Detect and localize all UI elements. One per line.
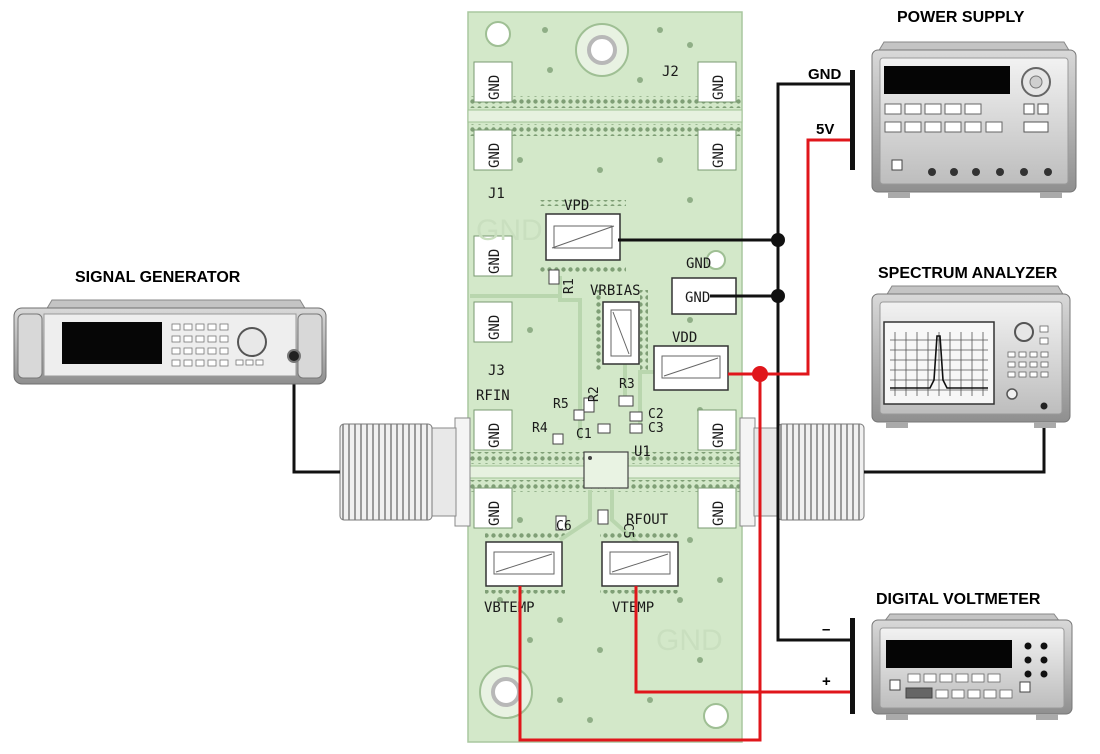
power-supply-terminal-bar [850,70,855,170]
label-r3: R3 [619,377,635,392]
via-field [497,27,723,723]
wire-gnd-power [776,82,852,642]
label-r1: R1 [562,278,577,294]
label-r5: R5 [553,397,569,412]
wire-5v [728,138,852,376]
sma-connector-rfin [339,417,471,527]
power-supply-title: POWER SUPPLY [897,9,1025,26]
label-c6: C6 [556,519,572,534]
junction-gnd-vpd [771,233,785,247]
gnd-pad-j2-right-top: GND [711,75,727,100]
label-c5: C5 [620,523,635,539]
label-r4: R4 [532,421,548,436]
test-point-vrbias[interactable] [602,301,640,365]
label-c2: C2 [648,407,664,422]
edge-gnd-pads [473,61,737,529]
label-gnd-pad-inner: GND [685,290,710,306]
junction-gnd-pad [771,289,785,303]
label-vbtemp: VBTEMP [484,600,535,616]
spectrum-trace [890,335,988,389]
test-point-vpd[interactable] [545,213,621,261]
junction-5v-vdd [752,366,768,382]
spectrum-analyzer-instrument: SPECTRUM ANALYZER [871,265,1071,428]
digital-voltmeter-title: DIGITAL VOLTMETER [876,591,1041,608]
test-point-vbtemp[interactable] [485,541,563,587]
wiring [292,82,1046,742]
evaluation-board: GND GND GND GND GND GND GND GND GND GND … [467,11,743,743]
label-gnd-pad: GND [686,256,711,272]
wire-siggen-rfin [292,358,340,474]
wire-label-plus: + [822,673,831,690]
gnd-pad-bottom-right: GND [711,501,727,526]
power-supply-instrument: POWER SUPPLY [871,9,1077,198]
signal-generator-title: SIGNAL GENERATOR [75,269,241,286]
wire-vdd-vbtemp-loop [518,374,762,742]
spectrum-analyzer-input-port [1040,402,1048,410]
gnd-pad-j2-right-bottom: GND [711,143,727,168]
signal-generator-knob[interactable] [237,327,267,357]
gnd-pad-j2-left-bottom: GND [487,143,503,168]
smd-components [548,269,643,531]
spectrum-analyzer-title: SPECTRUM ANALYZER [878,265,1058,282]
sma-connector-rfout [739,417,865,527]
wire-rfout-specan [864,408,1046,474]
spectrum-analyzer-knob[interactable] [1014,322,1034,342]
label-r2: R2 [587,386,602,402]
wire-label-gnd: GND [808,66,842,83]
label-j3: J3 [488,363,505,379]
gnd-copper-text-bottom: GND [656,624,723,657]
power-supply-display [884,66,1010,94]
gnd-pad-j1-left: GND [487,249,503,274]
gnd-copper-text-top: GND [476,214,543,247]
wire-vtemp-dvm [634,586,852,694]
signal-generator-output-port [287,349,301,363]
label-rfout: RFOUT [626,512,669,528]
label-rfin: RFIN [476,388,510,404]
test-point-vtemp[interactable] [601,541,679,587]
label-j2: J2 [662,64,679,80]
ic-u1 [583,451,629,489]
gnd-pad-rfout-right: GND [711,423,727,448]
label-j1: J1 [488,186,505,202]
label-vpd: VPD [564,198,589,214]
pcb-traces [470,276,660,547]
label-c1: C1 [576,427,592,442]
label-c3: C3 [648,421,664,436]
gnd-pad-bottom-left: GND [487,501,503,526]
gnd-pad-j2-left-top: GND [487,75,503,100]
signal-generator-display [62,322,162,364]
label-vtemp: VTEMP [612,600,654,616]
test-point-vdd[interactable] [653,345,729,391]
wire-label-minus: – [822,621,830,638]
gnd-pad-rfin-left: GND [487,423,503,448]
digital-voltmeter-instrument: DIGITAL VOLTMETER [871,591,1073,720]
gnd-pad-j3-left-top: GND [487,315,503,340]
label-u1: U1 [634,444,651,460]
label-vdd: VDD [672,330,697,346]
signal-generator-instrument: SIGNAL GENERATOR [13,269,327,385]
wire-label-5v: 5V [816,121,834,138]
dvm-display [886,640,1012,668]
label-vrbias: VRBIAS [590,283,641,299]
dvm-terminal-bar [850,618,855,714]
